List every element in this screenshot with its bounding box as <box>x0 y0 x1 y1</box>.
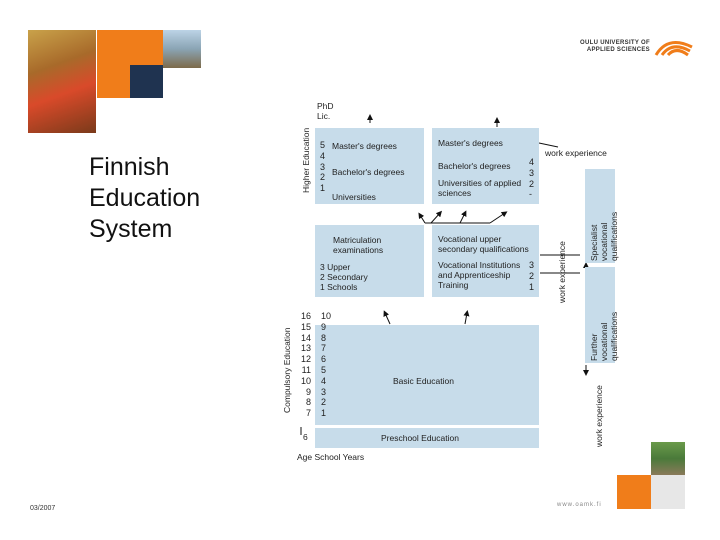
gray-square-bottom <box>651 475 685 509</box>
slide-date: 03/2007 <box>30 505 55 512</box>
website-url: www.oamk.fi <box>557 502 602 508</box>
vocational-years: 3 2 1 <box>529 260 534 292</box>
logo-line-2: APPLIED SCIENCES <box>540 47 650 54</box>
vocational-institutions: Vocational Institutions and Apprenticesh… <box>438 260 520 290</box>
age-column: 16 15 14 13 12 11 10 9 8 7 <box>299 311 311 419</box>
preschool-label: Preschool Education <box>381 433 459 443</box>
orange-square-top <box>97 30 163 65</box>
education-diagram: Higher Education PhD Lic. 5 4 3 2 1 Mast… <box>275 95 620 465</box>
upper-secondary-label: 3 Upper 2 Secondary 1 Schools <box>320 262 368 292</box>
phd-label: PhD Lic. <box>317 101 334 121</box>
universities-label: Universities <box>332 192 376 202</box>
work-experience-bottom: work experience <box>594 385 604 447</box>
university-bachelors: Bachelor's degrees <box>332 167 405 177</box>
work-experience-mid: work experience <box>557 241 567 303</box>
polytechnic-years: 4 3 2 - <box>529 157 534 200</box>
slide-title: Finnish Education System <box>89 152 239 245</box>
polytechnic-bachelors: Bachelor's degrees <box>438 161 511 171</box>
matriculation-label: Matriculation examinations <box>333 235 383 255</box>
specialist-qualifications: Specialist vocational qualifications <box>589 212 619 261</box>
vocational-qualifications: Vocational upper secondary qualification… <box>438 234 529 254</box>
basic-education-label: Basic Education <box>393 376 454 386</box>
polytechnic-universities: Universities of applied sciences <box>438 178 521 198</box>
age-school-years-label: Age School Years <box>297 452 364 462</box>
orange-square-mid <box>97 65 130 98</box>
basic-education-box <box>315 325 539 425</box>
work-experience-top: work experience <box>545 148 607 158</box>
logo-line-1: OULU UNIVERSITY OF <box>540 40 650 47</box>
further-vocational-qualifications: Further vocational qualifications <box>589 312 619 361</box>
orange-square-bottom <box>617 475 651 509</box>
logo-mark-icon <box>654 33 694 57</box>
university-logo: OULU UNIVERSITY OF APPLIED SCIENCES <box>540 40 650 54</box>
autumn-photo <box>28 30 96 133</box>
park-photo <box>651 442 685 475</box>
preschool-age: 6 <box>303 432 308 442</box>
navy-square <box>130 65 163 98</box>
polytechnic-masters: Master's degrees <box>438 138 503 148</box>
university-years: 5 4 3 2 1 <box>320 140 325 194</box>
landscape-photo <box>163 30 201 68</box>
higher-education-label: Higher Education <box>301 128 311 193</box>
compulsory-education-label: Compulsory Education <box>282 327 292 413</box>
university-masters: Master's degrees <box>332 141 397 151</box>
school-years-column: 10 9 8 7 6 5 4 3 2 1 <box>321 311 331 419</box>
